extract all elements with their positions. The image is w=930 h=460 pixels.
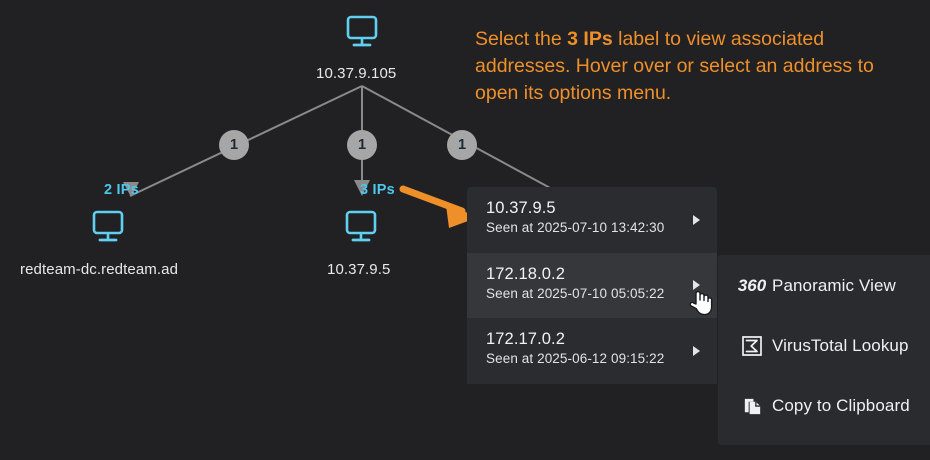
edge-badge-middle[interactable]: 1 — [347, 130, 377, 160]
monitor-icon[interactable] — [339, 13, 385, 53]
edge-badge-right[interactable]: 1 — [447, 130, 477, 160]
ip-address: 10.37.9.5 — [486, 199, 556, 217]
menu-item-panoramic-view[interactable]: 360 Panoramic View — [718, 263, 930, 309]
caret-right-icon[interactable] — [693, 214, 700, 225]
annotation-part1: Select the — [475, 28, 568, 50]
ip-seen-at: Seen at 2025-07-10 13:42:30 — [486, 220, 665, 235]
ip-list-item[interactable]: 172.17.0.2 Seen at 2025-06-12 09:15:22 — [467, 318, 717, 384]
ip-count-label-3-ips[interactable]: 3 IPs — [360, 182, 395, 198]
ip-count-label-2-ips[interactable]: 2 IPs — [104, 182, 139, 198]
menu-item-label: Copy to Clipboard — [772, 396, 910, 415]
ip-address: 172.17.0.2 — [486, 330, 565, 348]
annotation-text: Select the 3 IPs label to view associate… — [475, 26, 917, 107]
caret-right-icon[interactable] — [693, 280, 700, 291]
ip-list-item[interactable]: 10.37.9.5 Seen at 2025-07-10 13:42:30 — [467, 187, 717, 253]
ip-seen-at: Seen at 2025-07-10 05:05:22 — [486, 285, 665, 301]
menu-item-copy-to-clipboard[interactable]: Copy to Clipboard — [718, 383, 930, 429]
menu-item-label: VirusTotal Lookup — [772, 336, 909, 355]
360-badge-text: 360 — [737, 276, 767, 295]
caret-right-icon[interactable] — [693, 345, 700, 356]
ip-seen-at: Seen at 2025-06-12 09:15:22 — [486, 351, 665, 366]
copy-to-clipboard-icon — [732, 395, 772, 418]
node-label-root: 10.37.9.105 — [316, 65, 397, 82]
monitor-icon[interactable] — [85, 208, 131, 248]
annotation-emphasis: 3 IPs — [567, 28, 613, 50]
annotation-arrow-icon — [399, 185, 479, 228]
menu-item-label: Panoramic View — [772, 276, 896, 295]
address-options-context-menu: 360 Panoramic View VirusTotal Lookup — [718, 255, 930, 445]
ip-address-list-panel: 10.37.9.5 Seen at 2025-07-10 13:42:30 17… — [467, 187, 717, 384]
monitor-icon[interactable] — [338, 208, 384, 248]
virustotal-icon — [732, 334, 772, 358]
edge-badge-left[interactable]: 1 — [219, 130, 249, 160]
ip-address: 172.18.0.2 — [486, 264, 565, 283]
annotation-part2: label to view associated addresses. Hove… — [475, 28, 874, 104]
menu-item-virustotal-lookup[interactable]: VirusTotal Lookup — [718, 323, 930, 369]
ip-list-item[interactable]: 172.18.0.2 Seen at 2025-07-10 05:05:22 — [467, 252, 717, 318]
node-label-redteam-dc: redteam-dc.redteam.ad — [20, 261, 179, 278]
node-label-10-37-9-5: 10.37.9.5 — [327, 261, 391, 278]
360-badge-icon: 360 — [732, 276, 772, 296]
